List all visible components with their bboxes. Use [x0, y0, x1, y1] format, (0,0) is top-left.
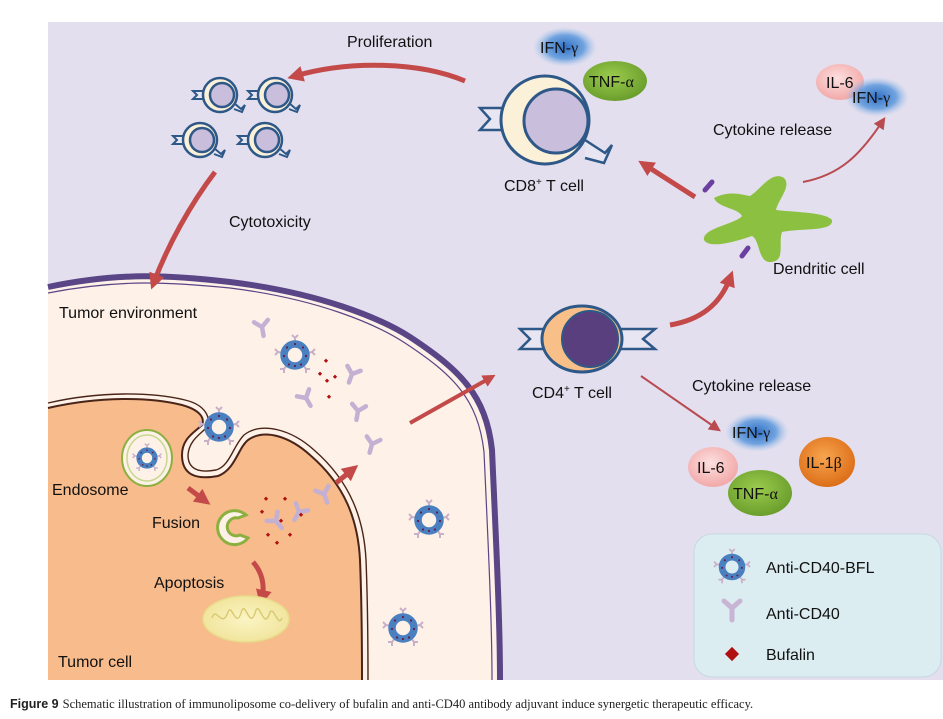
- cytokine-release-top-label: Cytokine release: [713, 122, 832, 139]
- cytokine-il6-cd4: IL-6: [697, 460, 725, 477]
- cytokine-ifn-gamma-dc: IFN-γ: [852, 90, 890, 107]
- cd4-t-cell: [516, 304, 659, 374]
- dc-to-cd8-arrow: [638, 160, 697, 200]
- diamond-icon: [724, 646, 740, 662]
- dendritic-cell: [702, 176, 833, 262]
- mitochondrion: [202, 595, 290, 643]
- dc-cytokine-arrow: [802, 117, 886, 183]
- cd8-t-cell-label: CD8+ T cell: [504, 177, 584, 195]
- endosome-label: Endosome: [52, 482, 129, 499]
- cytokine-il6-cd4-blob: [688, 447, 738, 487]
- proliferation-arrow: [287, 62, 466, 84]
- cytotoxicity-arrow: [149, 170, 217, 290]
- cytokine-tnf-alpha-cd8: TNF-α: [589, 74, 634, 91]
- outer-membrane-inner-line: [47, 282, 493, 681]
- cd4-t-cell-label: CD4+ T cell: [532, 384, 612, 402]
- dendritic-cell-label: Dendritic cell: [773, 261, 865, 278]
- cytokine-il6-dc: IL-6: [826, 75, 854, 92]
- antibody-icon: [721, 598, 743, 623]
- proliferation-label: Proliferation: [347, 34, 432, 51]
- tumor-cell-membrane: [47, 398, 363, 681]
- cytokine-ifn-gamma-cd8: IFN-γ: [540, 40, 578, 57]
- tumor-cell-label: Tumor cell: [58, 654, 132, 671]
- apoptosis-label: Apoptosis: [154, 575, 224, 592]
- tumor-cell-membrane-outer: [47, 393, 369, 681]
- cytokine-ifn-gamma-dc-blob: [845, 77, 909, 117]
- cytokine-ifn-gamma-cd4-blob: [725, 412, 789, 452]
- cytokine-il1-beta-cd4: IL-1β: [806, 455, 842, 472]
- cytokine-release-bottom-label: Cytokine release: [692, 378, 811, 395]
- caption-text: Schematic illustration of immunoliposome…: [62, 697, 754, 711]
- fusion-vesicle: [216, 509, 251, 547]
- legend-label-bufalin: Bufalin: [766, 647, 815, 664]
- cd4-cytokine-arrow: [640, 375, 721, 432]
- apoptosis-arrow: [251, 560, 272, 606]
- release-arrow: [334, 464, 359, 485]
- cytokine-ifn-gamma-cd8-blob: [533, 27, 597, 67]
- cytokine-tnf-alpha-cd8-blob: [583, 61, 647, 101]
- legend-label-anti-cd40: Anti-CD40: [766, 606, 840, 623]
- cytotoxicity-label: Cytotoxicity: [229, 214, 311, 231]
- cd4-to-dc-arrow: [669, 270, 735, 328]
- endosome-to-fusion-arrow: [186, 486, 211, 505]
- cd8-t-cell: [477, 74, 614, 166]
- figure-number: Figure 9: [10, 697, 59, 711]
- fusion-label: Fusion: [152, 515, 200, 532]
- cytokine-ifn-gamma-cd4: IFN-γ: [732, 425, 770, 442]
- cytokine-tnf-alpha-cd4: TNF-α: [733, 486, 778, 503]
- endosome: [121, 429, 173, 487]
- outer-membrane: [47, 273, 503, 681]
- tumor-environment-label: Tumor environment: [59, 305, 198, 322]
- legend-label-anti-cd40-bfl: Anti-CD40-BFL: [766, 560, 875, 577]
- tumor-to-cd4-arrow: [409, 374, 496, 425]
- legend: Anti-CD40-BFL Anti-CD40 Bufalin: [693, 533, 942, 678]
- cytokine-il1-beta-cd4-blob: [799, 437, 855, 487]
- cytokine-tnf-alpha-cd4-blob: [728, 470, 792, 516]
